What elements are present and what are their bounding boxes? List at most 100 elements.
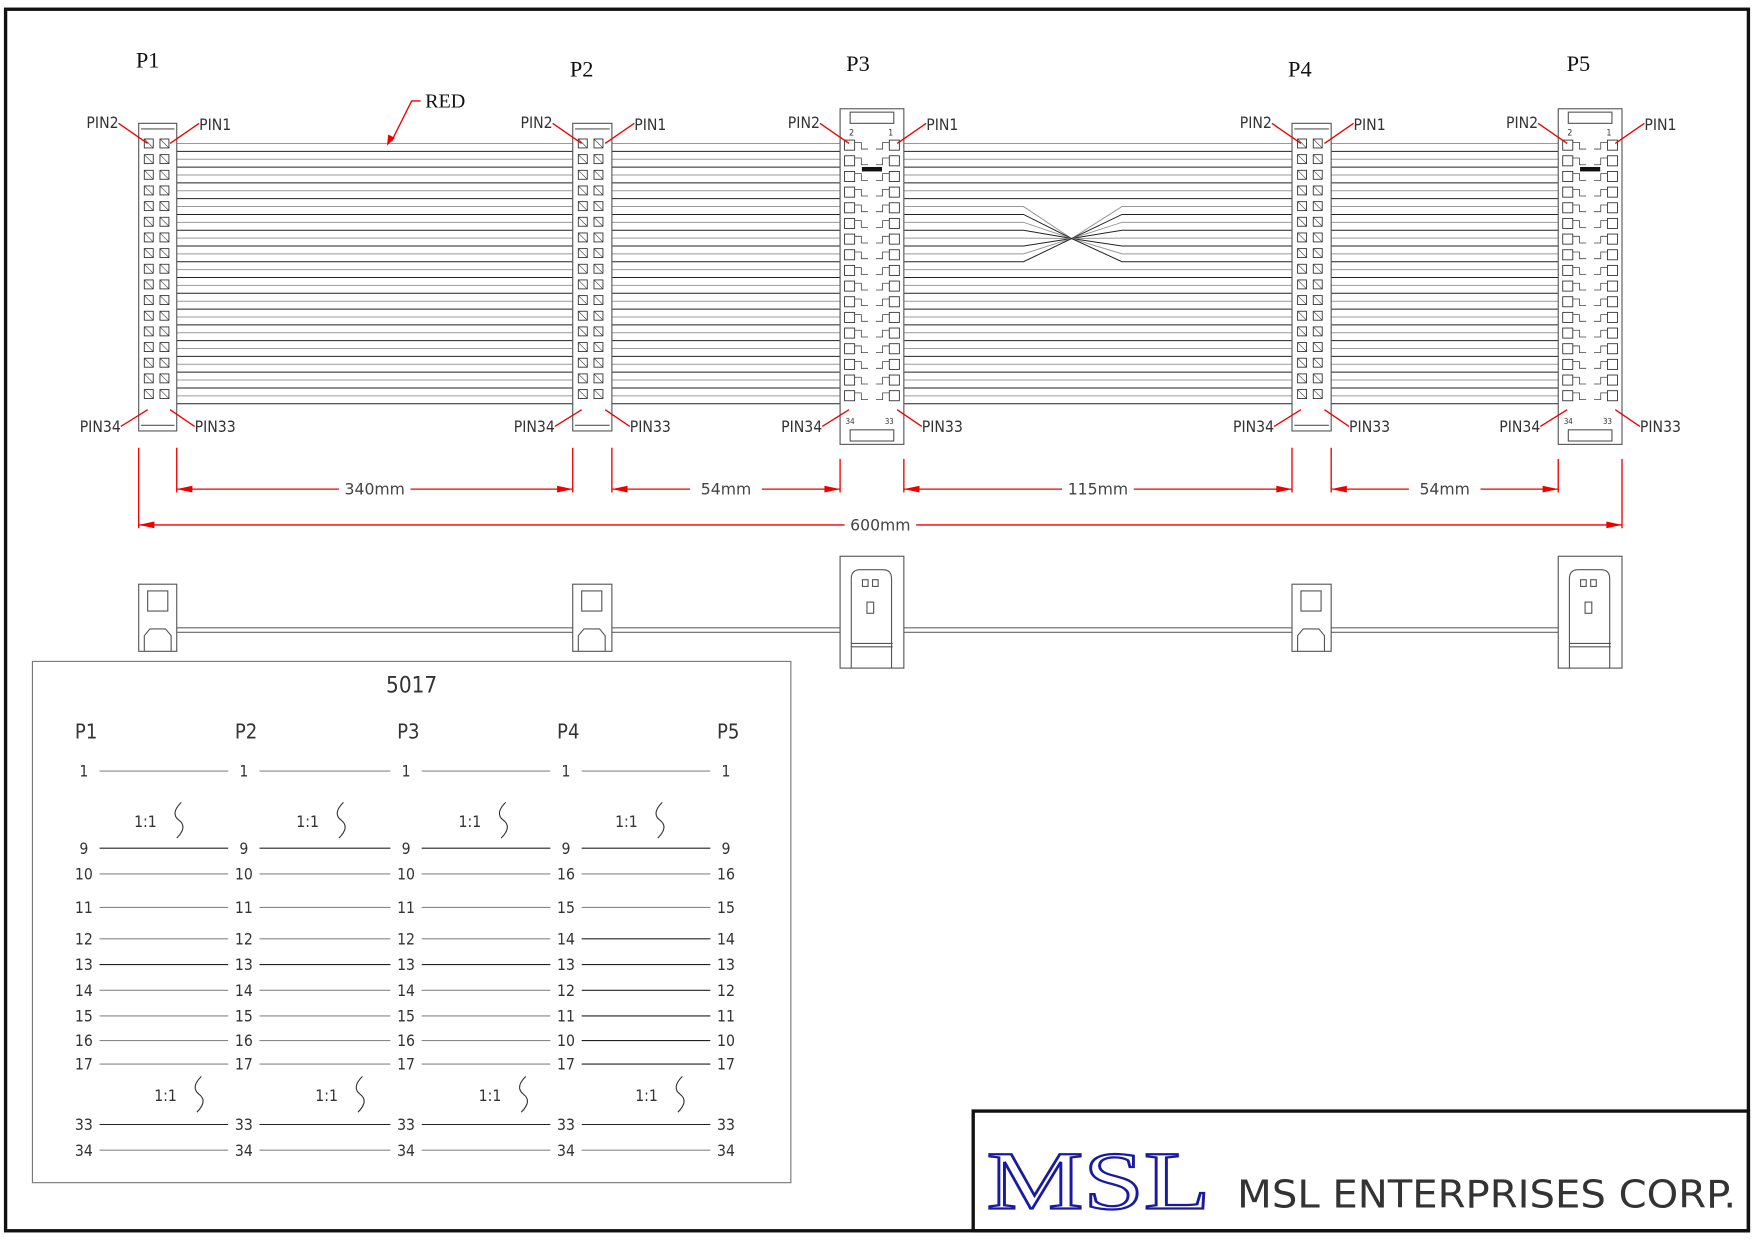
ratio-break-marker: 1:1	[315, 1076, 365, 1113]
red-label: RED	[425, 91, 465, 113]
pin-contact-mark	[1313, 201, 1323, 211]
pin-leader-line	[120, 409, 149, 428]
pin-contact	[593, 248, 604, 259]
polarization-key	[861, 166, 883, 172]
break-symbol-icon	[194, 1076, 204, 1113]
pin-contact	[1607, 217, 1618, 229]
pin-contact	[1312, 342, 1323, 352]
pin-contact	[593, 201, 604, 212]
pin-contact	[1607, 170, 1618, 182]
pin-contact	[844, 170, 856, 182]
pin-contact	[1297, 201, 1307, 212]
ratio-label: 1:1	[635, 1086, 658, 1105]
pin-contact	[844, 311, 856, 323]
table-cell: 14	[397, 981, 415, 1000]
pin-contact	[1297, 295, 1307, 305]
side-latch	[147, 590, 169, 612]
ratio-label: 1:1	[315, 1086, 338, 1105]
pin-label: PIN33	[922, 417, 963, 436]
side-pin	[1580, 579, 1587, 588]
pin-contact-mark	[578, 154, 588, 164]
pin-contact-mark	[1313, 342, 1323, 352]
pin-terminal	[854, 282, 890, 291]
pin-contact	[1607, 296, 1618, 308]
pin-contact-mark	[1313, 358, 1323, 368]
pin-contact	[577, 201, 588, 212]
pin-contact-mark	[1313, 185, 1323, 196]
pin-leader-line	[1539, 409, 1568, 428]
pin-contact-mark	[1297, 201, 1307, 211]
pin-number-label: 1	[888, 129, 893, 139]
pin-label: PIN34	[80, 417, 121, 436]
company-name: MSL ENTERPRISES CORP.	[1237, 1172, 1736, 1216]
ratio-label: 1:1	[296, 812, 319, 831]
pin-label: PIN33	[1640, 417, 1681, 436]
connector-body	[839, 108, 905, 445]
company-logo: MSL	[987, 1134, 1211, 1226]
pin-terminal	[1572, 329, 1608, 338]
pin-contact-mark	[1313, 217, 1323, 227]
pin-contact-mark	[144, 389, 154, 399]
pin-contact	[844, 327, 856, 339]
side-body	[138, 583, 178, 652]
pin-contact-mark	[1297, 170, 1307, 180]
table-cell: 9	[79, 839, 88, 858]
pin-contact	[577, 185, 588, 196]
side-body	[1557, 555, 1623, 669]
pin-contact	[1312, 138, 1323, 149]
pin-contact	[888, 170, 900, 182]
pin-contact-mark	[144, 170, 154, 180]
pin-contact	[1562, 233, 1574, 245]
pin-contact-mark	[593, 170, 604, 180]
pin-contact	[844, 233, 856, 245]
pin-contact-mark	[144, 358, 154, 368]
pin-contact-mark	[1297, 389, 1307, 399]
pin-leader-line	[896, 122, 927, 145]
table-cell: 15	[75, 1007, 93, 1026]
table-header-p3: P3	[397, 720, 419, 744]
pin-contact	[1607, 264, 1618, 276]
pin-contact	[888, 296, 900, 308]
pin-leader-line	[1324, 409, 1350, 428]
pin-contact	[577, 169, 588, 180]
table-cell: 34	[75, 1141, 93, 1160]
pin-contact-mark	[159, 311, 170, 321]
pin-contact	[159, 373, 170, 384]
pin-contact	[159, 326, 170, 337]
pin-leader-line	[1614, 409, 1641, 428]
pin-contact-mark	[578, 248, 588, 258]
pin-label: PIN1	[1644, 115, 1676, 134]
pin-contact-mark	[578, 295, 588, 305]
side-latch	[581, 590, 603, 612]
pin-contact	[143, 263, 154, 274]
pin-contact	[1297, 326, 1307, 337]
pin-terminal	[1572, 188, 1608, 197]
pin-contact	[159, 357, 170, 368]
ratio-label: 1:1	[134, 812, 157, 831]
pin-label: PIN2	[1506, 113, 1538, 132]
pin-contact	[1297, 154, 1307, 165]
table-cell: 12	[397, 929, 415, 948]
pin-contact	[844, 280, 856, 292]
pin-contact	[844, 249, 856, 261]
pin-contact-mark	[578, 201, 588, 211]
arrowhead	[824, 485, 841, 493]
pin-leader-line	[169, 409, 196, 428]
table-cell: 33	[397, 1115, 415, 1134]
ratio-break-marker: 1:1	[134, 801, 184, 839]
pin-number-label: 2	[849, 129, 854, 139]
pin-contact	[143, 295, 154, 305]
pin-label: PIN2	[86, 113, 118, 132]
table-cell: 34	[717, 1141, 735, 1160]
ratio-break-marker: 1:1	[479, 1076, 528, 1113]
table-cell: 12	[235, 929, 253, 948]
pin-contact	[1312, 185, 1323, 196]
table-cell: 33	[235, 1115, 253, 1134]
pin-terminal	[854, 141, 890, 150]
pin-leader-line	[896, 409, 923, 428]
pin-terminal	[854, 220, 890, 228]
pin-contact	[1607, 343, 1618, 355]
